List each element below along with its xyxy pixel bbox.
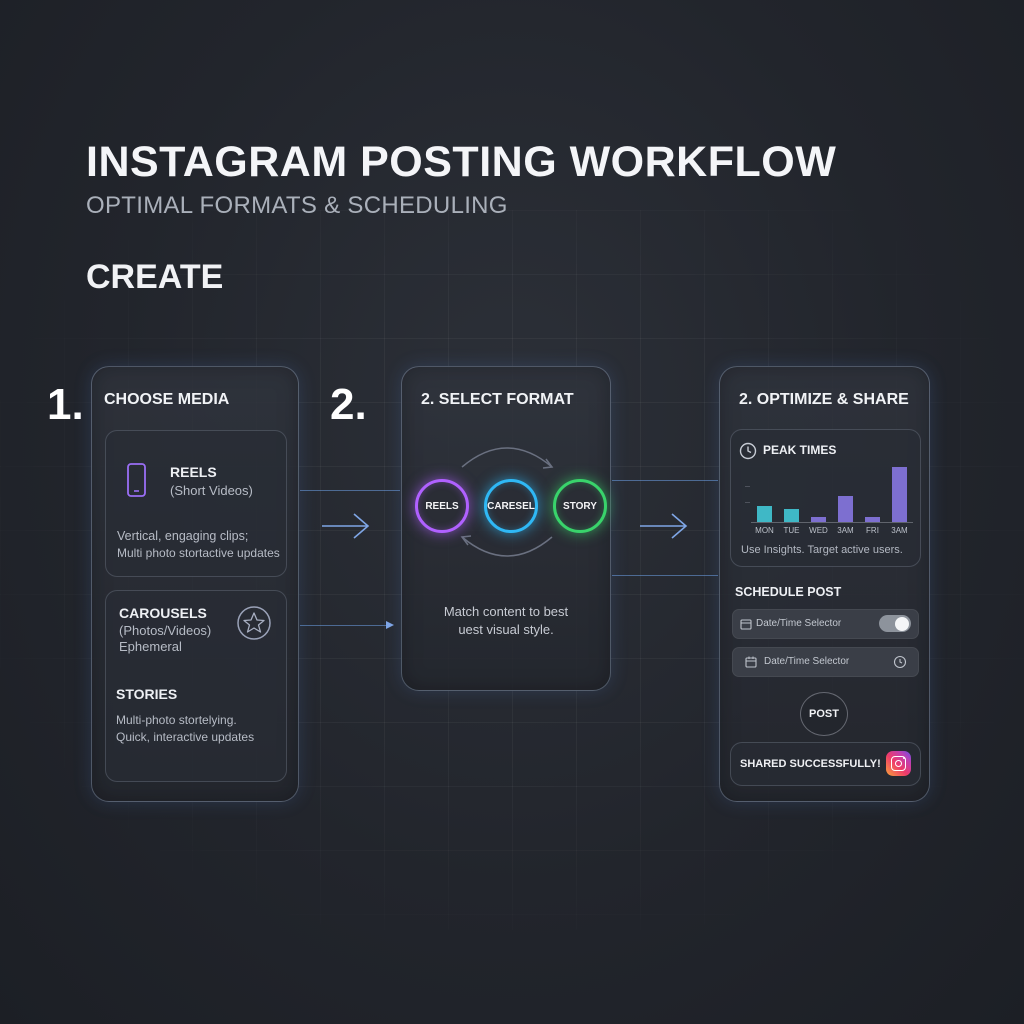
- chart-bar: [784, 509, 799, 522]
- chart-bar: [865, 517, 880, 522]
- arrow-head-icon: [386, 621, 394, 629]
- chart-x-label: TUE: [783, 526, 800, 535]
- page-subtitle: OPTIMAL FORMATS & SCHEDULING: [86, 192, 508, 219]
- chart-x-label: WED: [809, 526, 828, 535]
- chart-x-label: MON: [755, 526, 774, 535]
- cycle-arrows-icon: [460, 447, 554, 557]
- date-time-selector-label: Date/Time Selector: [764, 656, 850, 667]
- date-time-selector[interactable]: Date/Time Selector: [732, 609, 919, 639]
- arrow-right-icon: [640, 513, 688, 539]
- schedule-post-title: SCHEDULE POST: [735, 585, 842, 599]
- chart-bar: [757, 505, 772, 522]
- reels-description: Vertical, engaging clips;: [117, 529, 249, 543]
- carousels-title: CAROUSELS: [119, 605, 207, 621]
- optimize-share-title: 2. OPTIMIZE & SHARE: [739, 391, 909, 408]
- peak-times-card: PEAK TIMES — — MON TUE WED 3AM FRI 3AM Use In…: [730, 429, 921, 567]
- reels-description: Multi photo stortactive updates: [117, 546, 280, 560]
- toggle-knob: [895, 616, 909, 631]
- phone-icon: [127, 463, 146, 497]
- y-tick: —: [745, 500, 750, 506]
- star-icon: [237, 606, 271, 640]
- page-title: INSTAGRAM POSTING WORKFLOW: [86, 138, 837, 186]
- reels-title: REELS: [170, 464, 217, 480]
- chart-x-label: 3AM: [891, 526, 908, 535]
- peak-times-chart: [751, 464, 913, 523]
- format-carousel-button[interactable]: CARESEL: [484, 479, 538, 533]
- chart-x-label: FRI: [866, 526, 879, 535]
- connector-line: [300, 625, 390, 626]
- shared-success-card: SHARED SUCCESSFULLY!: [730, 742, 921, 786]
- format-description: uest visual style.: [458, 622, 554, 637]
- format-description: Match content to best: [443, 604, 569, 619]
- date-time-selector[interactable]: Date/Time Selector: [732, 647, 919, 677]
- select-format-panel: 2. SELECT FORMAT REELS CARESEL STORY Mat…: [401, 366, 611, 691]
- section-heading: CREATE: [86, 258, 224, 296]
- chart-x-label: 3AM: [837, 526, 854, 535]
- optimize-share-panel: 2. OPTIMIZE & SHARE PEAK TIMES — — MON TU…: [719, 366, 930, 802]
- carousels-note: Ephemeral: [119, 639, 182, 654]
- calendar-icon: [740, 619, 752, 630]
- connector-line: [612, 480, 718, 481]
- calendar-icon: [745, 656, 757, 668]
- date-time-selector-label: Date/Time Selector: [756, 618, 842, 629]
- peak-times-title: PEAK TIMES: [763, 443, 837, 457]
- arrow-right-icon: [322, 513, 370, 539]
- post-button[interactable]: POST: [800, 692, 848, 736]
- choose-media-panel: CHOOSE MEDIA REELS (Short Videos) Vertic…: [91, 366, 299, 802]
- stories-description: Multi-photo stortelying.: [116, 713, 237, 727]
- step-number-1: 1.: [47, 380, 84, 429]
- shared-success-label: SHARED SUCCESSFULLY!: [740, 758, 881, 770]
- connector-line: [612, 575, 718, 576]
- schedule-toggle[interactable]: [879, 615, 911, 632]
- chart-x-labels: MON TUE WED 3AM FRI 3AM: [751, 526, 913, 538]
- clock-icon: [893, 655, 907, 669]
- carousels-subtitle: (Photos/Videos): [119, 623, 212, 638]
- chart-bar: [811, 517, 826, 522]
- format-story-button[interactable]: STORY: [553, 479, 607, 533]
- chart-bar: [838, 495, 853, 522]
- reels-card[interactable]: REELS (Short Videos) Vertical, engaging …: [105, 430, 287, 577]
- instagram-logo-icon: [886, 751, 911, 776]
- peak-times-note: Use Insights. Target active users.: [741, 544, 903, 556]
- step-number-2: 2.: [330, 380, 367, 429]
- clock-icon: [739, 442, 757, 460]
- connector-line: [300, 490, 400, 491]
- carousels-stories-card[interactable]: CAROUSELS (Photos/Videos) Ephemeral STOR…: [105, 590, 287, 782]
- y-tick: —: [745, 484, 750, 490]
- reels-subtitle: (Short Videos): [170, 483, 253, 498]
- format-reels-button[interactable]: REELS: [415, 479, 469, 533]
- choose-media-title: CHOOSE MEDIA: [104, 391, 230, 408]
- stories-title: STORIES: [116, 686, 178, 702]
- chart-bar: [892, 466, 907, 522]
- select-format-title: 2. SELECT FORMAT: [421, 391, 574, 408]
- stories-description: Quick, interactive updates: [116, 730, 255, 744]
